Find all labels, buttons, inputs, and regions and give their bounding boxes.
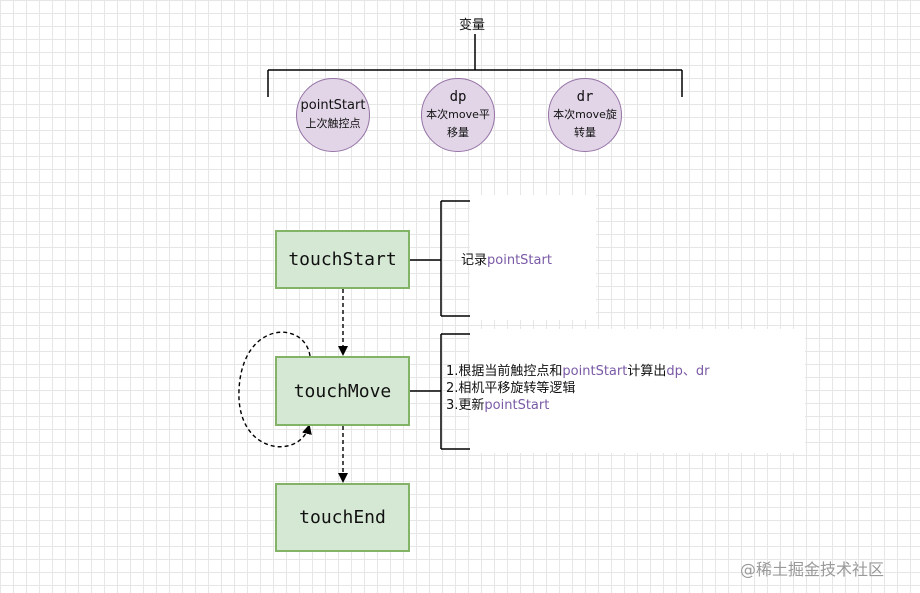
move-note-panel [470, 329, 805, 453]
move-note-line-2: 2.相机平移旋转等逻辑 [446, 381, 576, 396]
start-note-prefix: 记录 [461, 253, 488, 268]
variable-name: dr [576, 89, 594, 105]
arrow-self-loop [238, 331, 312, 448]
variable-name: pointStart [300, 98, 366, 113]
variables-title: 变量 [459, 18, 486, 33]
move-note-line-1: 1.根据当前触控点和pointStart计算出dp、dr [446, 364, 710, 379]
start-note-bracket [410, 200, 470, 317]
variable-dr: dr 本次move旋转量 [548, 78, 622, 152]
variable-name: dp [449, 89, 467, 105]
variable-desc: 本次move旋转量 [553, 108, 617, 139]
flow-arrows [238, 289, 348, 483]
variable-pointstart: pointStart 上次触控点 [296, 78, 370, 152]
start-note: 记录pointStart [461, 252, 552, 269]
move-note-bracket [410, 333, 470, 450]
step-touchmove: touchMove [275, 356, 410, 426]
variable-desc: 本次move平移量 [426, 108, 490, 139]
start-note-panel [470, 195, 596, 320]
move-note-line-3: 3.更新pointStart [446, 398, 550, 413]
watermark: @稀土掘金技术社区 [740, 560, 885, 579]
start-note-highlight: pointStart [487, 253, 552, 268]
variable-dp: dp 本次move平移量 [421, 78, 495, 152]
step-touchstart: touchStart [275, 230, 410, 289]
step-touchend: touchEnd [275, 483, 410, 552]
variable-desc: 上次触控点 [305, 117, 361, 130]
variables-bracket [267, 34, 683, 97]
move-note: 1.根据当前触控点和pointStart计算出dp、dr 2.相机平移旋转等逻辑… [446, 363, 709, 414]
